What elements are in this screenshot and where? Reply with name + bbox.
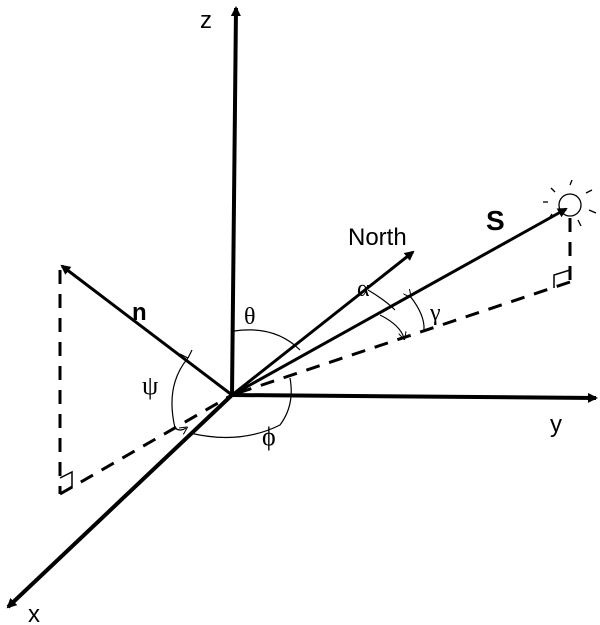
gamma-arc-lower [379,314,404,338]
alpha-label: α [357,276,370,302]
gamma-arc [410,296,425,331]
z-axis-label: z [200,7,212,34]
psi-label: ψ [142,371,158,400]
y-axis-label: y [550,411,562,438]
gamma-label: γ [429,300,441,326]
north-vector [231,250,415,397]
x-axis [6,393,234,609]
psi-arc [171,357,188,430]
theta-label: θ [244,304,256,330]
theta-arc [233,329,301,351]
x-axis-label: x [28,601,40,625]
normal-vector-label: n [132,299,147,326]
normal-vector [60,264,233,397]
phi-label: ϕ [262,422,276,451]
sun-vector-label: S [486,205,505,236]
y-axis [231,392,598,403]
normal-arc-tick [179,349,193,359]
alpha-arc [367,289,396,311]
sun-icon [543,179,597,227]
phi-arc [189,377,292,439]
sun-vector [231,207,568,397]
projection-lines [58,218,572,496]
right-angle-marks [59,269,571,488]
z-axis [230,6,241,396]
north-label: North [348,224,407,251]
